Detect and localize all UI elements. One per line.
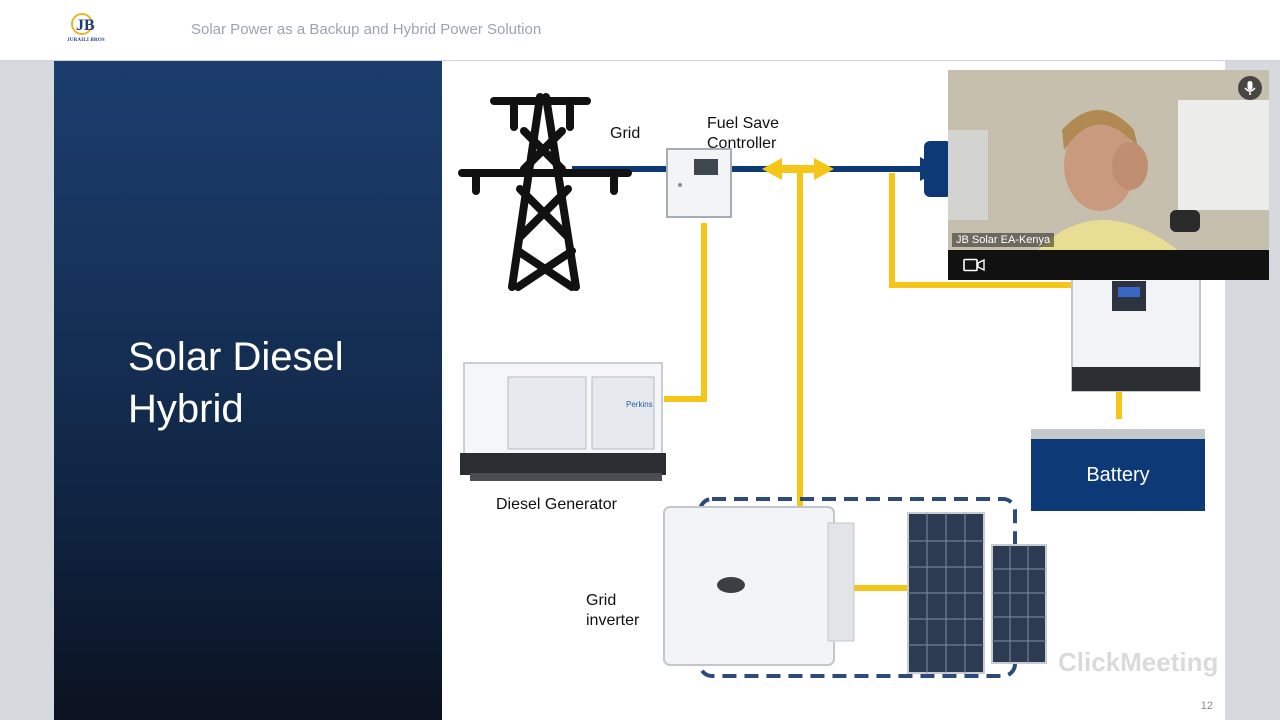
arrow-right-icon [814,158,834,180]
company-logo: JB JURAILI BROS [62,12,110,48]
grid-inverter-line2: inverter [586,612,640,629]
grid-label: Grid [610,125,641,142]
hybrid-inverter-line [889,173,1072,288]
presentation-title: Solar Power as a Backup and Hybrid Power… [191,21,542,38]
grid-inverter-line1: Grid [586,592,617,609]
grid-inverter-label: Grid inverter [586,591,639,631]
fuel-save-controller-label: Fuel Save Controller [707,114,779,154]
camera-icon[interactable] [963,258,985,272]
diesel-generator-label: Diesel Generator [496,496,617,513]
slide: Solar Diesel Hybrid [54,61,1225,720]
grid-inverter-icon [663,506,855,666]
slide-heading: Solar Diesel Hybrid [128,331,428,435]
controller-box-icon [666,148,732,218]
generator-brand: Perkins [626,400,653,409]
video-controls [948,250,1269,280]
logo-text: JURAILI BROS [67,38,105,43]
generator-line [664,223,707,402]
participant-name: JB Solar EA-Kenya [952,233,1055,247]
arrow-left-icon [762,158,782,180]
diesel-generator-icon: Perkins [460,362,666,481]
fuel-save-line1: Fuel Save [707,115,780,132]
participant-video-tile[interactable]: JB Solar EA-Kenya [948,70,1269,280]
slide-heading-line1: Solar Diesel [128,335,344,379]
svg-text:JB: JB [76,17,95,34]
person-silhouette-icon [948,70,1269,250]
device-icon [924,141,952,197]
slide-title-panel: Solar Diesel Hybrid [54,61,442,720]
clickmeeting-watermark: ClickMeeting [1058,647,1219,677]
video-feed: JB Solar EA-Kenya [948,70,1269,250]
slide-heading-line2: Hybrid [128,387,244,431]
microphone-button[interactable] [1238,76,1262,100]
header-bar: JB JURAILI BROS Solar Power as a Backup … [0,0,1280,61]
microphone-icon [1244,81,1256,95]
fuel-save-line2: Controller [707,135,777,152]
slide-page-number: 12 [1200,700,1213,712]
transmission-tower-icon [458,93,632,291]
battery-label: Battery [1086,464,1150,486]
battery-box: Battery [1031,429,1205,511]
solar-panel-icon [907,512,1047,674]
